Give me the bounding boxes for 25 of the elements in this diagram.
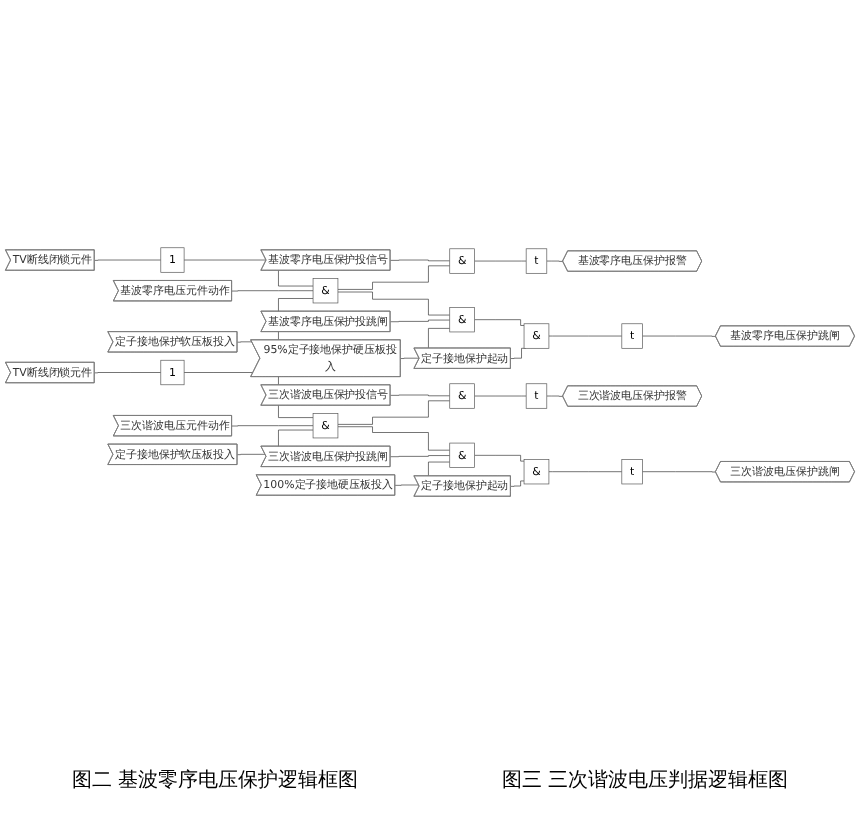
connector	[94, 259, 162, 261]
connector	[474, 319, 525, 326]
figure-caption: 图三 三次谐波电压判据逻辑框图	[501, 767, 789, 794]
connector	[546, 260, 564, 262]
connector	[390, 319, 451, 323]
connector	[510, 480, 525, 487]
connector	[642, 471, 717, 473]
connector	[548, 471, 623, 473]
connector	[337, 291, 451, 316]
connector	[546, 395, 564, 397]
connector	[474, 260, 527, 262]
figure-caption: 图二 基波零序电压保护逻辑框图	[71, 767, 359, 794]
connector	[390, 394, 451, 397]
connector	[510, 347, 527, 359]
connector	[231, 425, 314, 427]
connector	[337, 400, 451, 425]
connector	[390, 455, 451, 458]
connector	[94, 372, 162, 374]
connector	[231, 290, 314, 292]
connector	[390, 259, 451, 262]
connector	[474, 455, 525, 462]
connector	[474, 395, 527, 397]
connector	[337, 265, 451, 290]
connector	[337, 426, 451, 451]
connector	[642, 335, 717, 337]
